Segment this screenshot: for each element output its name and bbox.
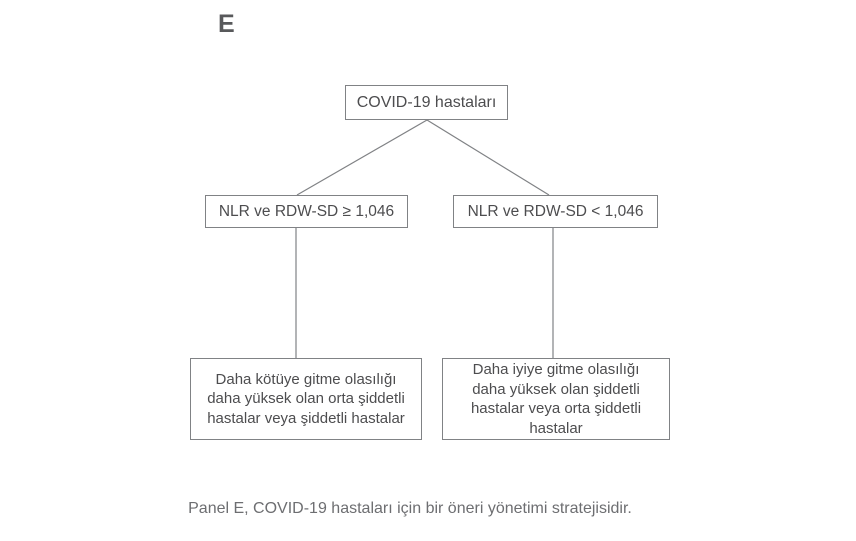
node-outcome-worsening-risk: Daha kötüye gitme olasılığı daha yüksek … [190, 358, 422, 440]
node-condition-high-nlr-rdw: NLR ve RDW-SD ≥ 1,046 [205, 195, 408, 228]
panel-label: E [218, 10, 235, 38]
node-root-covid-patients: COVID-19 hastaları [345, 85, 508, 120]
node-condition-low-nlr-rdw: NLR ve RDW-SD < 1,046 [453, 195, 658, 228]
node-outcome-improving-likelihood: Daha iyiye gitme olasılığı daha yüksek o… [442, 358, 670, 440]
connector-root-to-left [296, 119, 428, 196]
connector-root-to-right [426, 119, 550, 196]
figure-caption: Panel E, COVID-19 hastaları için bir öne… [188, 500, 632, 517]
